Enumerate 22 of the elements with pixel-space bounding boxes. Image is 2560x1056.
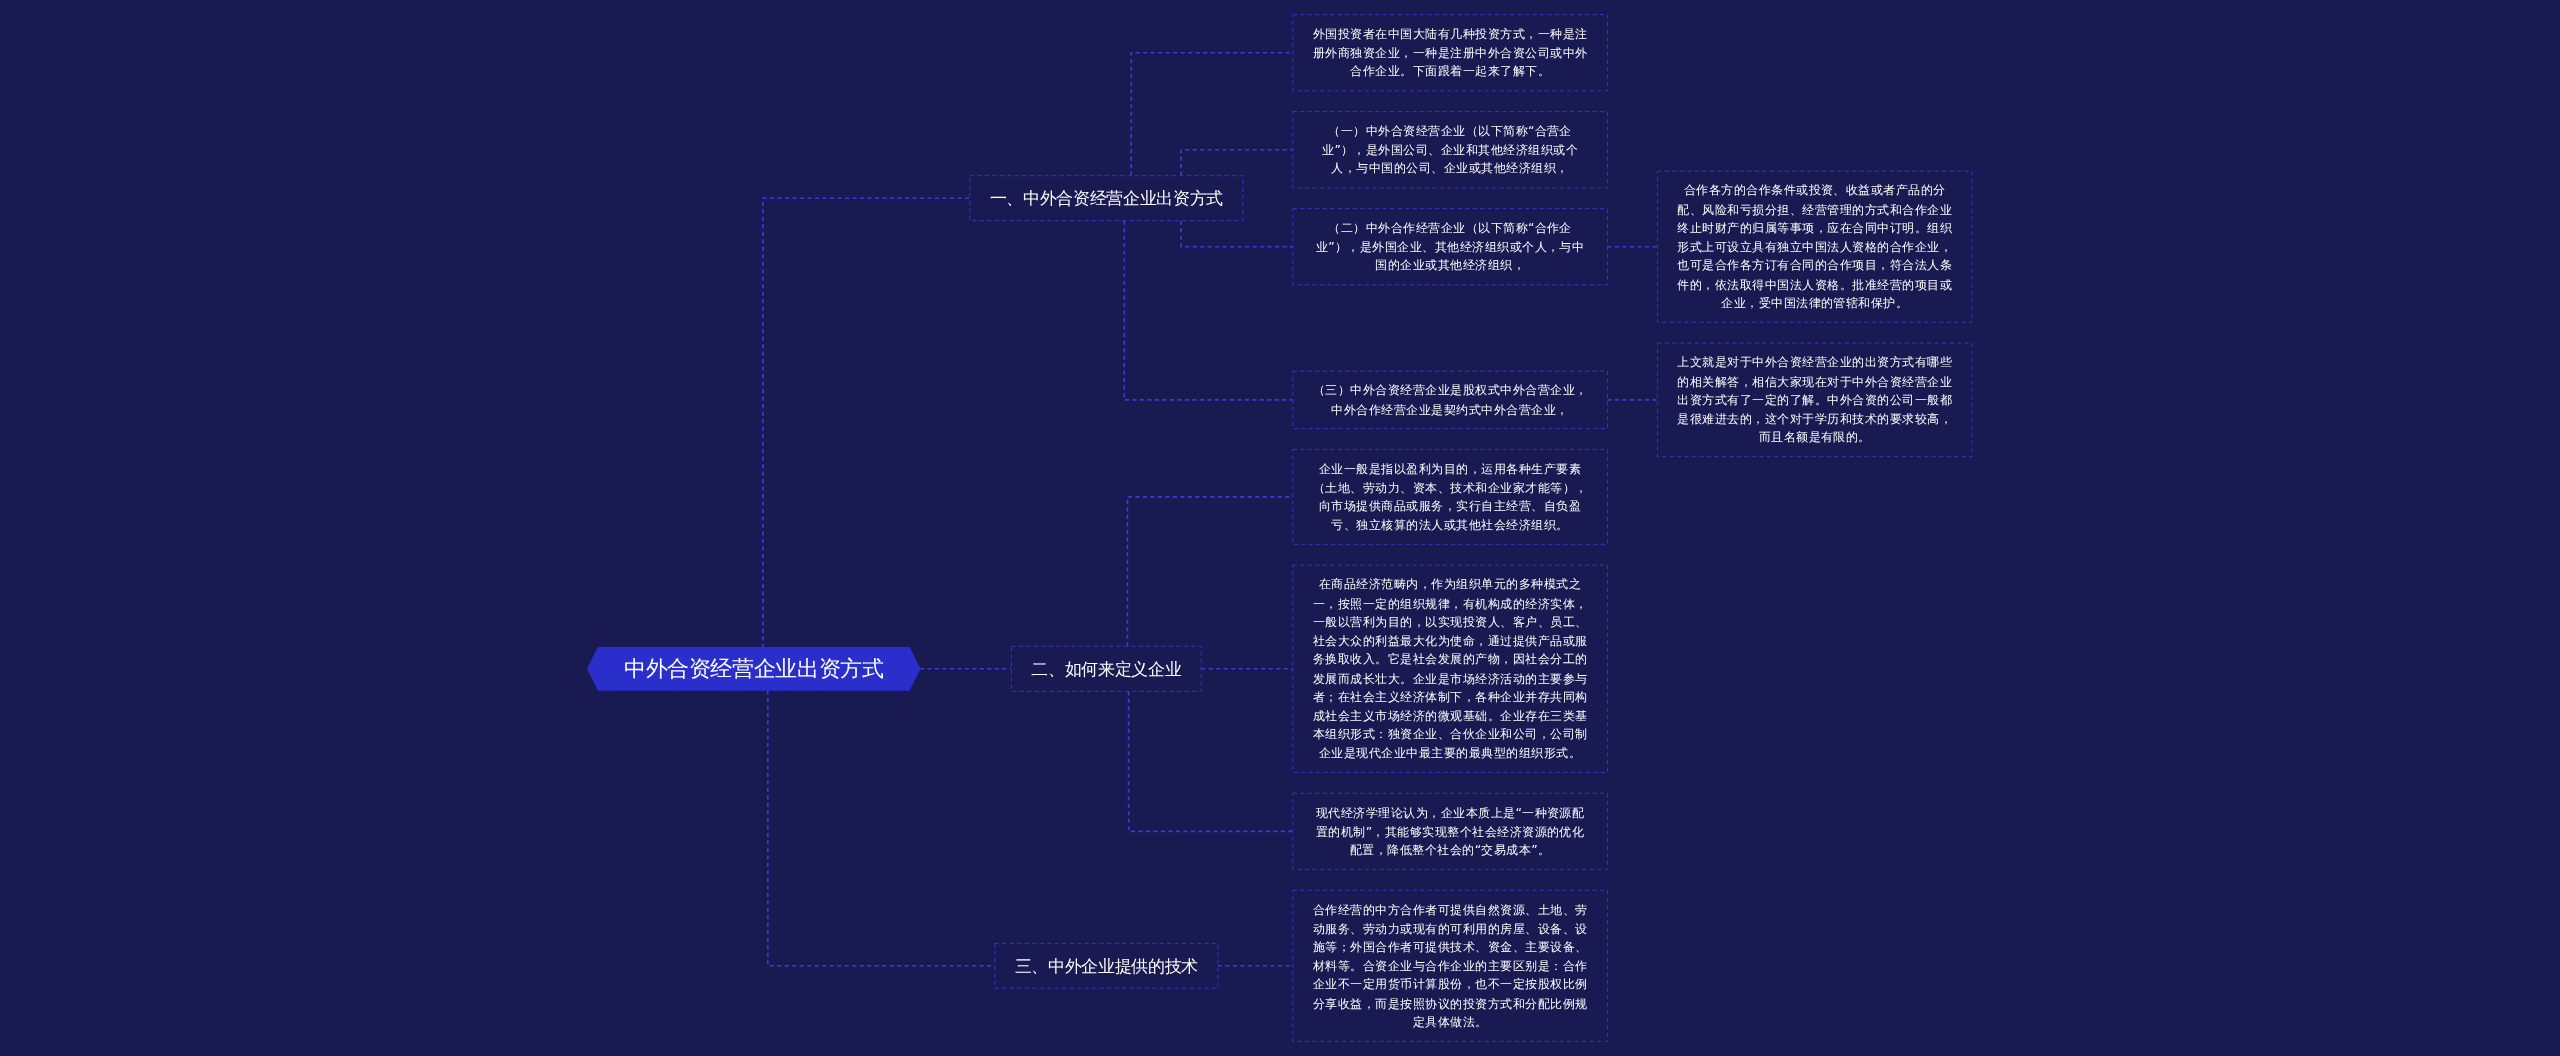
- node-box: 现代经济学理论认为，企业本质上是“一种资源配置的机制”，其能够实现整个社会经济资源的优化配置，降低整个社会的“交易成本”。: [1292, 792, 1608, 870]
- node-box: 企业一般是指以盈利为目的，运用各种生产要素（土地、劳动力、资本、技术和企业家才能等），向市场提供商品或服务，实行自主经营、自负盈亏、独立核算的法人或其他社会经济组织。: [1292, 449, 1608, 545]
- connector: [1130, 51, 1294, 177]
- connector: [1180, 148, 1294, 177]
- connector: [919, 667, 1013, 671]
- connector: [762, 197, 971, 649]
- node-box: （一）中外合资经营企业（以下简称“合营企业”），是外国公司、企业和其他经济组织或个人，与中国的公司、企业或其他经济组织，: [1292, 111, 1608, 189]
- connector: [1123, 219, 1294, 401]
- node-box: 外国投资者在中国大陆有几种投资方式，一种是注册外商独资企业，一种是注册中外合资公司或中外合作企业。下面跟着一起来了解下。: [1292, 14, 1608, 92]
- node-box: 三、中外企业提供的技术: [994, 942, 1219, 989]
- connector: [1606, 245, 1659, 248]
- node-box: 一、中外合资经营企业出资方式: [969, 175, 1244, 222]
- node-box: 二、如何来定义企业: [1011, 645, 1202, 692]
- node-box: （三）中外合资经营企业是股权式中外合营企业，中外合作经营企业是契约式中外合营企业，: [1292, 370, 1608, 430]
- node-box: 在商品经济范畴内，作为组织单元的多种模式之一，按照一定的组织规律，有机构成的经济实体，一般以营利为目的，以实现投资人、客户、员工、社会大众的利益最大化为使命，通过提供产品或服务换取收入。它是社会发展的产物，因社会分工的发展而成长壮大。企业是市场经济活动的主要参与者；在社会主义经济体制下，各种企业并存共同构成社会主义市场经济的微观基础。企业存在三类基本组织形式：独资企业、合伙企业和公司，公司制企业是现代企业中最主要的最典型的组织形式。: [1292, 564, 1608, 773]
- node-box: （二）中外合作经营企业（以下简称“合作企业”），是外国企业、其他经济组织或个人，与中国的企业或其他经济组织，: [1292, 208, 1608, 286]
- connector: [1180, 219, 1294, 248]
- node-box: 合作经营的中方合作者可提供自然资源、土地、劳动服务、劳动力或现有的可利用的房屋、设备、设施等；外国合作者可提供技术、资金、主要设备、材料等。合资企业与合作企业的主要区别是：合作企业不一定用货币计算股份，也不一定按股权比例分享收益，而是按照协议的投资方式和分配比例规定具体做法。: [1292, 889, 1608, 1042]
- connector: [1606, 399, 1659, 401]
- connector: [1127, 690, 1294, 833]
- node-box: 合作各方的合作条件或投资、收益或者产品的分配、风险和亏损分担、经营管理的方式和合作企业终止时财产的归属等事项，应在合同中订明。组织形式上可设立具有独立中国法人资格的合作企业，也可是合作各方订有合同的合作项目，符合法人条件的，依法取得中国法人资格。批准经营的项目或企业，受中国法律的管辖和保护。: [1657, 170, 1973, 323]
- node-box: 上文就是对于中外合资经营企业的出资方式有哪些的相关解答，相信大家现在对于中外合资经营企业出资方式有了一定的了解。中外合资的公司一般都是很难进去的，这个对于学历和技术的要求较高，而且名额是有限的。: [1657, 342, 1973, 458]
